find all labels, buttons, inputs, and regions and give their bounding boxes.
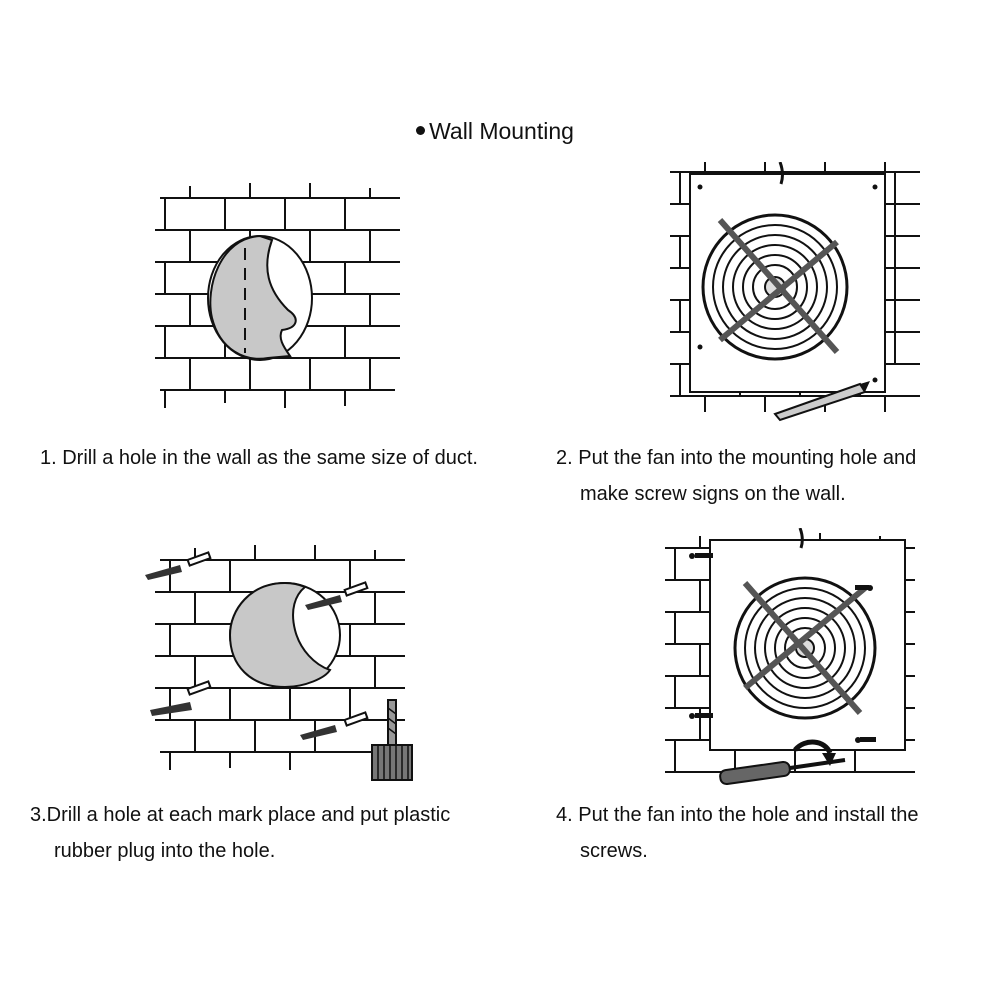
step2-line1: 2. Put the fan into the mounting hole an… <box>556 447 917 469</box>
round-hole-icon <box>228 581 341 689</box>
step3-line1: 3.Drill a hole at each mark place and pu… <box>30 804 451 826</box>
step2-illustration <box>665 162 925 422</box>
step1-text: 1. Drill a hole in the wall as the same … <box>40 447 478 469</box>
plastic-plug-icon <box>186 551 369 727</box>
pencil-icon <box>773 381 870 422</box>
step3-illustration <box>140 540 420 785</box>
title-text: Wall Mounting <box>429 118 574 144</box>
drill-bit-icon <box>371 699 413 781</box>
wall-fan-icon <box>701 213 849 361</box>
screw-marks <box>697 184 878 383</box>
screwdriver-icon <box>719 758 846 786</box>
page-title: Wall Mounting <box>0 118 990 145</box>
step3-line2: rubber plug into the hole. <box>54 840 276 862</box>
rotation-arrow-icon <box>793 739 836 766</box>
round-hole-icon <box>207 234 313 361</box>
step1-illustration <box>150 178 410 418</box>
wall-fan-icon <box>733 576 877 720</box>
step1-caption: 1. Drill a hole in the wall as the same … <box>40 440 478 476</box>
screw-icons <box>689 553 876 743</box>
step2-caption: 2. Put the fan into the mounting hole an… <box>556 440 916 512</box>
step4-line1: 4. Put the fan into the hole and install… <box>556 804 919 826</box>
step4-caption: 4. Put the fan into the hole and install… <box>556 797 918 869</box>
bullet-icon <box>416 126 426 136</box>
step2-line2: make screw signs on the wall. <box>580 483 846 505</box>
step4-illustration <box>660 528 920 788</box>
step4-line2: screws. <box>580 840 648 862</box>
step3-caption: 3.Drill a hole at each mark place and pu… <box>30 797 450 869</box>
arrow-icons <box>145 565 342 740</box>
